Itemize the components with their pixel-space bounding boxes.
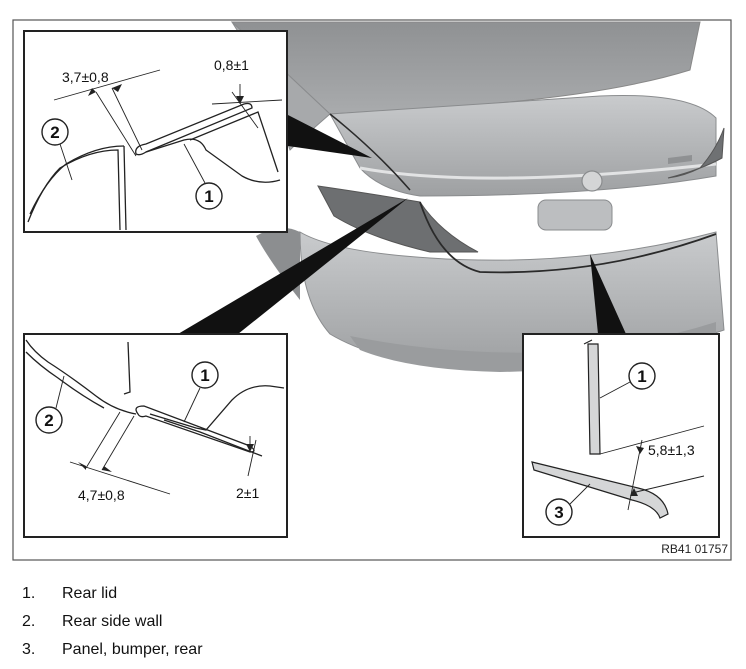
- callout-1-bottom: 1: [200, 366, 209, 385]
- legend-item-label: Panel, bumper, rear: [62, 641, 203, 658]
- legend-list: 1. Rear lid 2. Rear side wall 3. Panel, …: [22, 583, 722, 667]
- detail-top-left: [23, 30, 288, 233]
- model-badge-icon: [668, 155, 692, 164]
- detail-right: [522, 333, 720, 538]
- callout-1-top: 1: [204, 187, 213, 206]
- legend-item-label: Rear side wall: [62, 613, 163, 630]
- dim-top-gap: 3,7±0,8: [62, 69, 109, 85]
- pointer-top-detail: [288, 115, 372, 158]
- legend-item-label: Rear lid: [62, 585, 118, 602]
- legend-item: 2. Rear side wall: [22, 611, 722, 639]
- brand-logo-icon: [581, 170, 603, 192]
- lid-bumper-seam: [419, 201, 717, 274]
- legend-item: 1. Rear lid: [22, 583, 722, 611]
- tail-light-right: [667, 127, 725, 179]
- rear-lid-panel: [329, 95, 717, 197]
- legend-item-number: 3.: [22, 641, 36, 658]
- legend-item: 3. Panel, bumper, rear: [22, 639, 722, 667]
- side-wall-edge: [329, 113, 411, 191]
- pointer-right-detail: [590, 254, 626, 334]
- dim-bottom-flush: 2±1: [236, 485, 259, 501]
- legend-item-number: 1.: [22, 585, 36, 602]
- callout-2-top: 2: [50, 123, 59, 142]
- license-plate-recess: [537, 199, 613, 231]
- detail-bottom-left: [23, 333, 288, 538]
- dim-top-flush: 0,8±1: [214, 57, 249, 73]
- legend-item-number: 2.: [22, 613, 36, 630]
- callout-2-bottom: 2: [44, 411, 53, 430]
- tail-light-left: [317, 185, 479, 253]
- callout-1-right: 1: [637, 367, 646, 386]
- dim-bottom-gap: 4,7±0,8: [78, 487, 125, 503]
- callout-3-right: 3: [554, 503, 563, 522]
- figure-reference-code: RB41 01757: [661, 542, 728, 556]
- dim-bumper-gap: 5,8±1,3: [648, 442, 695, 458]
- pointer-bottom-detail: [178, 198, 408, 334]
